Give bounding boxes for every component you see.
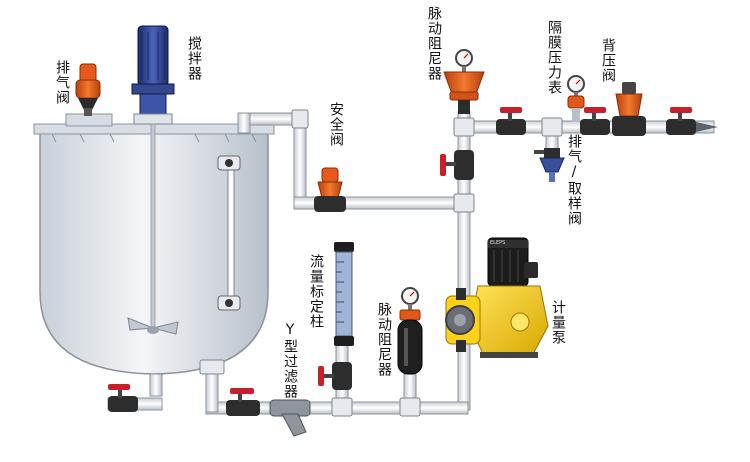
vent-sampling-valve [534,148,565,182]
outlet-nozzle [696,122,718,132]
ball-valve-manifold-mid [580,107,610,135]
pulsation-damper-bottom [397,287,423,375]
flow-calibration-column [334,242,354,346]
label-flow-calibration-column: 流量标定柱 [308,254,324,329]
label-y-filter: Y型过滤器 [282,322,298,399]
label-pulsation-damper-bottom: 脉动阻尼器 [376,302,392,377]
label-vent-valve: 排气阀 [54,60,70,105]
y-strainer [269,399,311,437]
pulsation-damper-top [443,49,485,114]
metering-pump: ELEPS [445,237,549,358]
diaphragm-pressure-gauge [567,75,585,122]
safety-valve [314,167,346,212]
label-vent-sampling-valve: 排气/取样阀 [566,134,582,226]
label-metering-pump: 计量泵 [550,300,566,345]
ball-valve-riser [440,150,474,180]
ball-valve-manifold-right [666,107,696,135]
level-gauge [217,155,241,311]
ball-valve-manifold-left [496,107,526,135]
label-back-pressure-valve: 背压阀 [600,38,616,83]
vent-valve [75,63,101,116]
ball-valve-flow-column [318,362,352,390]
pump-brand-text: ELEPS [490,240,505,246]
label-mixer: 搅拌器 [186,36,202,81]
back-pressure-valve [612,82,646,136]
mixer [127,25,179,335]
ball-valve-suction [226,388,260,416]
fittings [199,109,563,417]
label-pulsation-damper-top: 脉动阻尼器 [426,6,442,81]
label-diaphragm-pressure-gauge: 隔膜压力表 [546,20,562,95]
label-safety-valve: 安全阀 [328,102,344,147]
ball-valve-tank-outlet [108,384,138,412]
